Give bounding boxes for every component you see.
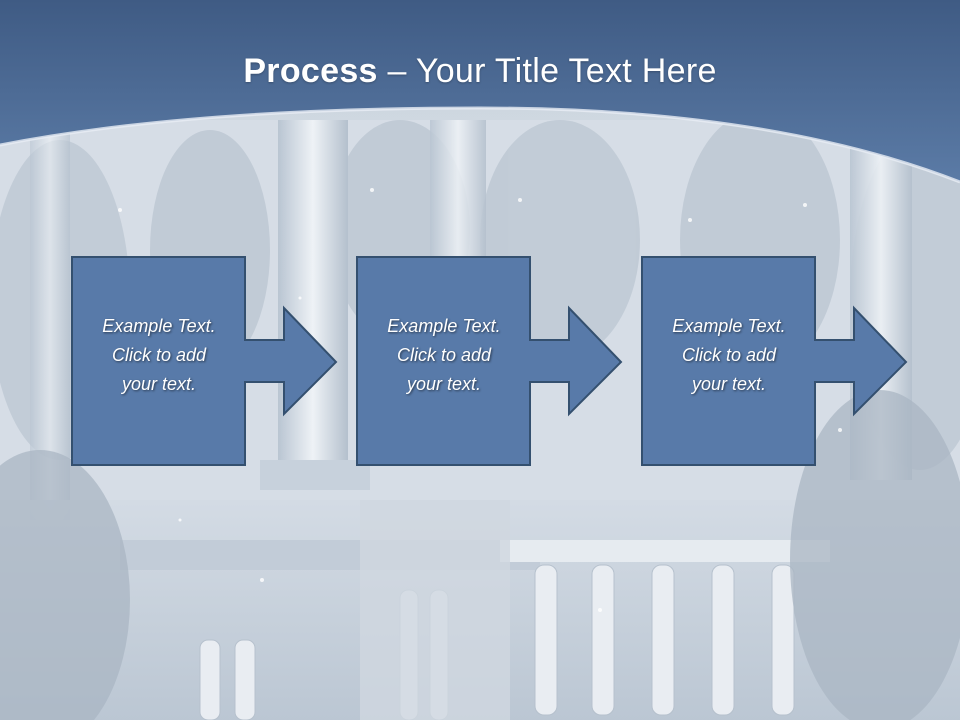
step-text: Example Text. Click to add your text. — [672, 316, 786, 394]
step-arrow-shape — [641, 256, 908, 466]
step-text: Example Text. Click to add your text. — [387, 316, 501, 394]
step-arrow-shape — [71, 256, 338, 466]
process-step-2[interactable]: Example Text. Click to add your text. — [356, 256, 623, 466]
page-title[interactable]: Process – Your Title Text Here — [0, 52, 960, 91]
step-arrow-shape — [356, 256, 623, 466]
step-text: Example Text. Click to add your text. — [102, 316, 216, 394]
process-step-3[interactable]: Example Text. Click to add your text. — [641, 256, 908, 466]
process-step-1[interactable]: Example Text. Click to add your text. — [71, 256, 338, 466]
title-rest: – Your Title Text Here — [377, 52, 717, 90]
title-bold: Process — [243, 52, 378, 90]
